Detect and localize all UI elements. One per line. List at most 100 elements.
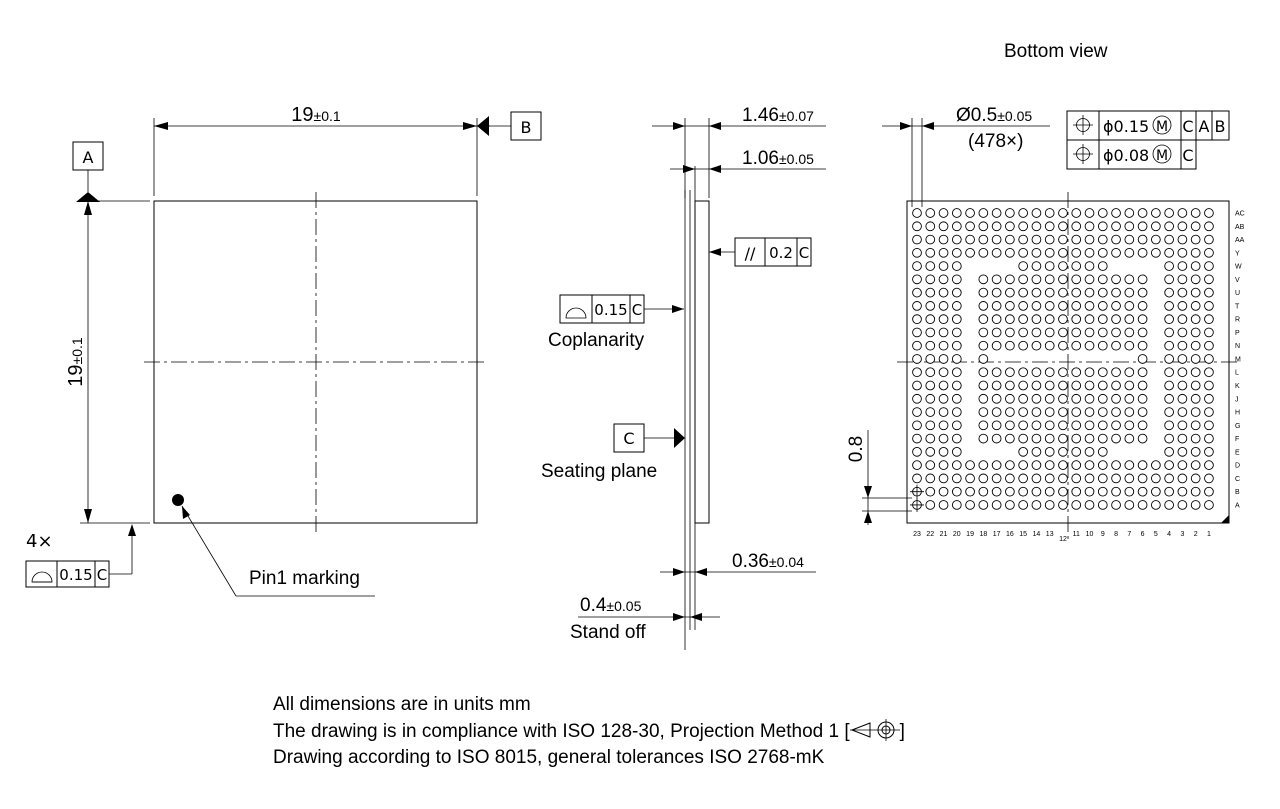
solder-ball — [978, 354, 989, 364]
svg-text:C: C — [1182, 146, 1193, 165]
svg-text:0.15: 0.15 — [594, 301, 627, 319]
solder-ball — [978, 367, 989, 378]
col-label: 7 — [1127, 531, 1131, 538]
solder-ball — [1164, 234, 1174, 245]
solder-ball — [1058, 221, 1068, 232]
solder-ball — [1005, 407, 1015, 417]
solder-ball — [1031, 420, 1042, 431]
solder-ball — [1097, 420, 1108, 431]
solder-ball — [938, 274, 949, 285]
solder-ball — [1031, 460, 1042, 470]
solder-ball — [1031, 274, 1042, 285]
note-units: All dimensions are in units mm — [273, 694, 531, 715]
solder-ball — [1124, 274, 1135, 285]
solder-ball — [978, 433, 989, 444]
solder-ball — [978, 247, 989, 258]
solder-ball — [1204, 208, 1214, 218]
solder-ball — [938, 460, 949, 470]
solder-ball — [1190, 500, 1201, 510]
solder-ball — [1204, 407, 1214, 417]
solder-ball — [1177, 460, 1188, 470]
svg-text:M: M — [1156, 119, 1168, 135]
row-label: V — [1235, 277, 1240, 284]
solder-ball — [991, 407, 1002, 417]
solder-ball — [938, 208, 949, 218]
solder-ball — [1124, 287, 1135, 298]
solder-ball — [1204, 301, 1214, 311]
solder-ball — [1204, 340, 1214, 351]
solder-ball — [1071, 460, 1082, 470]
solder-ball — [1097, 234, 1108, 245]
solder-ball — [1097, 447, 1108, 457]
solder-ball — [951, 447, 962, 457]
solder-ball — [951, 500, 962, 510]
solder-ball — [1124, 500, 1135, 510]
solder-ball — [1058, 500, 1068, 510]
solder-ball — [1044, 393, 1055, 404]
solder-ball — [991, 380, 1002, 391]
solder-ball — [1137, 473, 1148, 484]
solder-ball — [1005, 208, 1015, 218]
solder-ball — [1097, 380, 1108, 391]
solder-ball — [938, 327, 949, 338]
solder-ball — [1177, 367, 1188, 378]
solder-ball — [1084, 208, 1095, 218]
svg-text:C: C — [632, 301, 642, 319]
pitch-dimension: 0.8 — [846, 436, 867, 462]
solder-ball — [1058, 287, 1068, 298]
col-label: 20 — [953, 531, 961, 538]
col-label: 2 — [1194, 531, 1198, 538]
solder-ball — [1164, 287, 1174, 298]
solder-ball — [1084, 486, 1095, 497]
solder-ball — [1005, 367, 1015, 378]
row-label: B — [1235, 489, 1240, 496]
solder-ball — [1097, 247, 1108, 258]
solder-ball — [1018, 486, 1029, 497]
solder-ball — [1071, 274, 1082, 285]
solder-ball — [1111, 380, 1121, 391]
solder-ball — [1018, 500, 1029, 510]
solder-ball — [1031, 208, 1042, 218]
total-height-dimension: 1.46±0.07 — [742, 105, 814, 126]
solder-ball — [1031, 314, 1042, 325]
solder-ball — [1111, 314, 1121, 325]
svg-text:0.2: 0.2 — [769, 244, 793, 262]
solder-ball — [978, 234, 989, 245]
solder-ball — [978, 274, 989, 285]
solder-ball — [1124, 234, 1135, 245]
body-thickness-dimension: 1.06±0.05 — [742, 148, 814, 169]
solder-ball — [978, 500, 989, 510]
solder-ball — [978, 420, 989, 431]
solder-ball — [1164, 340, 1174, 351]
solder-ball — [925, 301, 936, 311]
solder-ball — [1058, 327, 1068, 338]
solder-ball — [1111, 327, 1121, 338]
solder-ball — [912, 247, 922, 258]
solder-ball — [925, 380, 936, 391]
solder-ball — [1005, 287, 1015, 298]
solder-ball — [925, 447, 936, 457]
solder-ball — [1005, 301, 1015, 311]
col-label: 14 — [1033, 531, 1041, 538]
solder-ball — [991, 301, 1002, 311]
solder-ball — [1190, 380, 1201, 391]
mmc-icon — [1152, 115, 1172, 135]
solder-ball — [1204, 380, 1214, 391]
solder-ball — [1204, 221, 1214, 232]
solder-ball — [1204, 314, 1214, 325]
solder-ball — [1124, 340, 1135, 351]
solder-ball — [925, 367, 936, 378]
solder-ball — [1177, 327, 1188, 338]
solder-ball — [925, 407, 936, 417]
side-body — [694, 200, 710, 524]
solder-ball — [925, 433, 936, 444]
solder-ball — [1177, 234, 1188, 245]
solder-ball — [1018, 433, 1029, 444]
solder-ball — [1190, 340, 1201, 351]
solder-ball — [912, 208, 922, 218]
solder-ball — [1111, 500, 1121, 510]
solder-ball — [1177, 247, 1188, 258]
solder-ball — [1071, 221, 1082, 232]
solder-ball — [1190, 314, 1201, 325]
